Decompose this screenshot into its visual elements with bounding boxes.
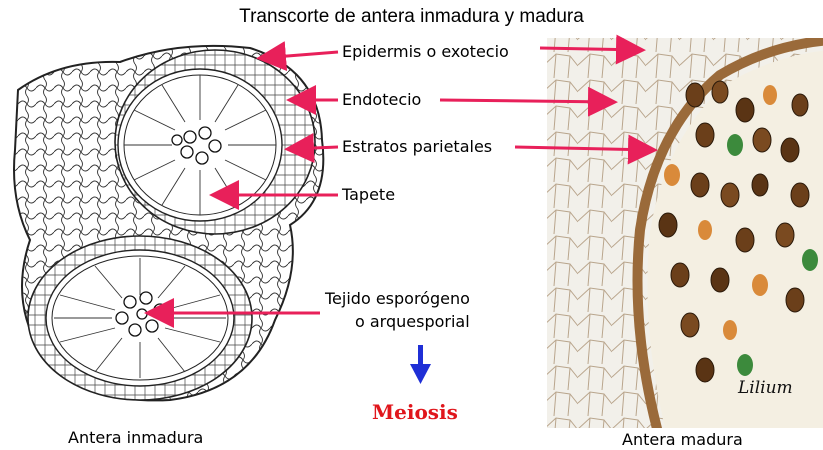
page-title: Transcorte de antera inmadura y madura [239,6,584,27]
caption-immature-anther: Antera inmadura [68,428,204,447]
pollen-grains [658,80,818,383]
tapetum-radial-lines-upper [124,75,276,215]
label-estratos-parietales: Estratos parietales [342,137,493,156]
magenta-arrow-icon [439,86,618,117]
magenta-arrow-icon [539,34,646,65]
tapetum-radial-lines-lower [54,258,226,378]
magenta-arrow-icon [256,41,339,72]
meiosis-label: Meiosis [372,400,458,424]
label-tejido-line1: Tejido esporógeno [325,289,470,308]
label-endotecio: Endotecio [342,90,422,109]
label-tapete: Tapete [342,185,396,204]
magenta-arrow-icon [284,133,339,163]
label-epidermis: Epidermis o exotecio [342,42,509,61]
blue-down-arrow-icon [410,345,431,384]
sporogenous-cells-upper [171,126,222,165]
lilium-label: Lilium [738,378,793,398]
caption-mature-anther: Antera madura [622,430,743,449]
magenta-arrow-icon [514,134,658,165]
label-tejido-line2: o arquesporial [355,312,470,331]
